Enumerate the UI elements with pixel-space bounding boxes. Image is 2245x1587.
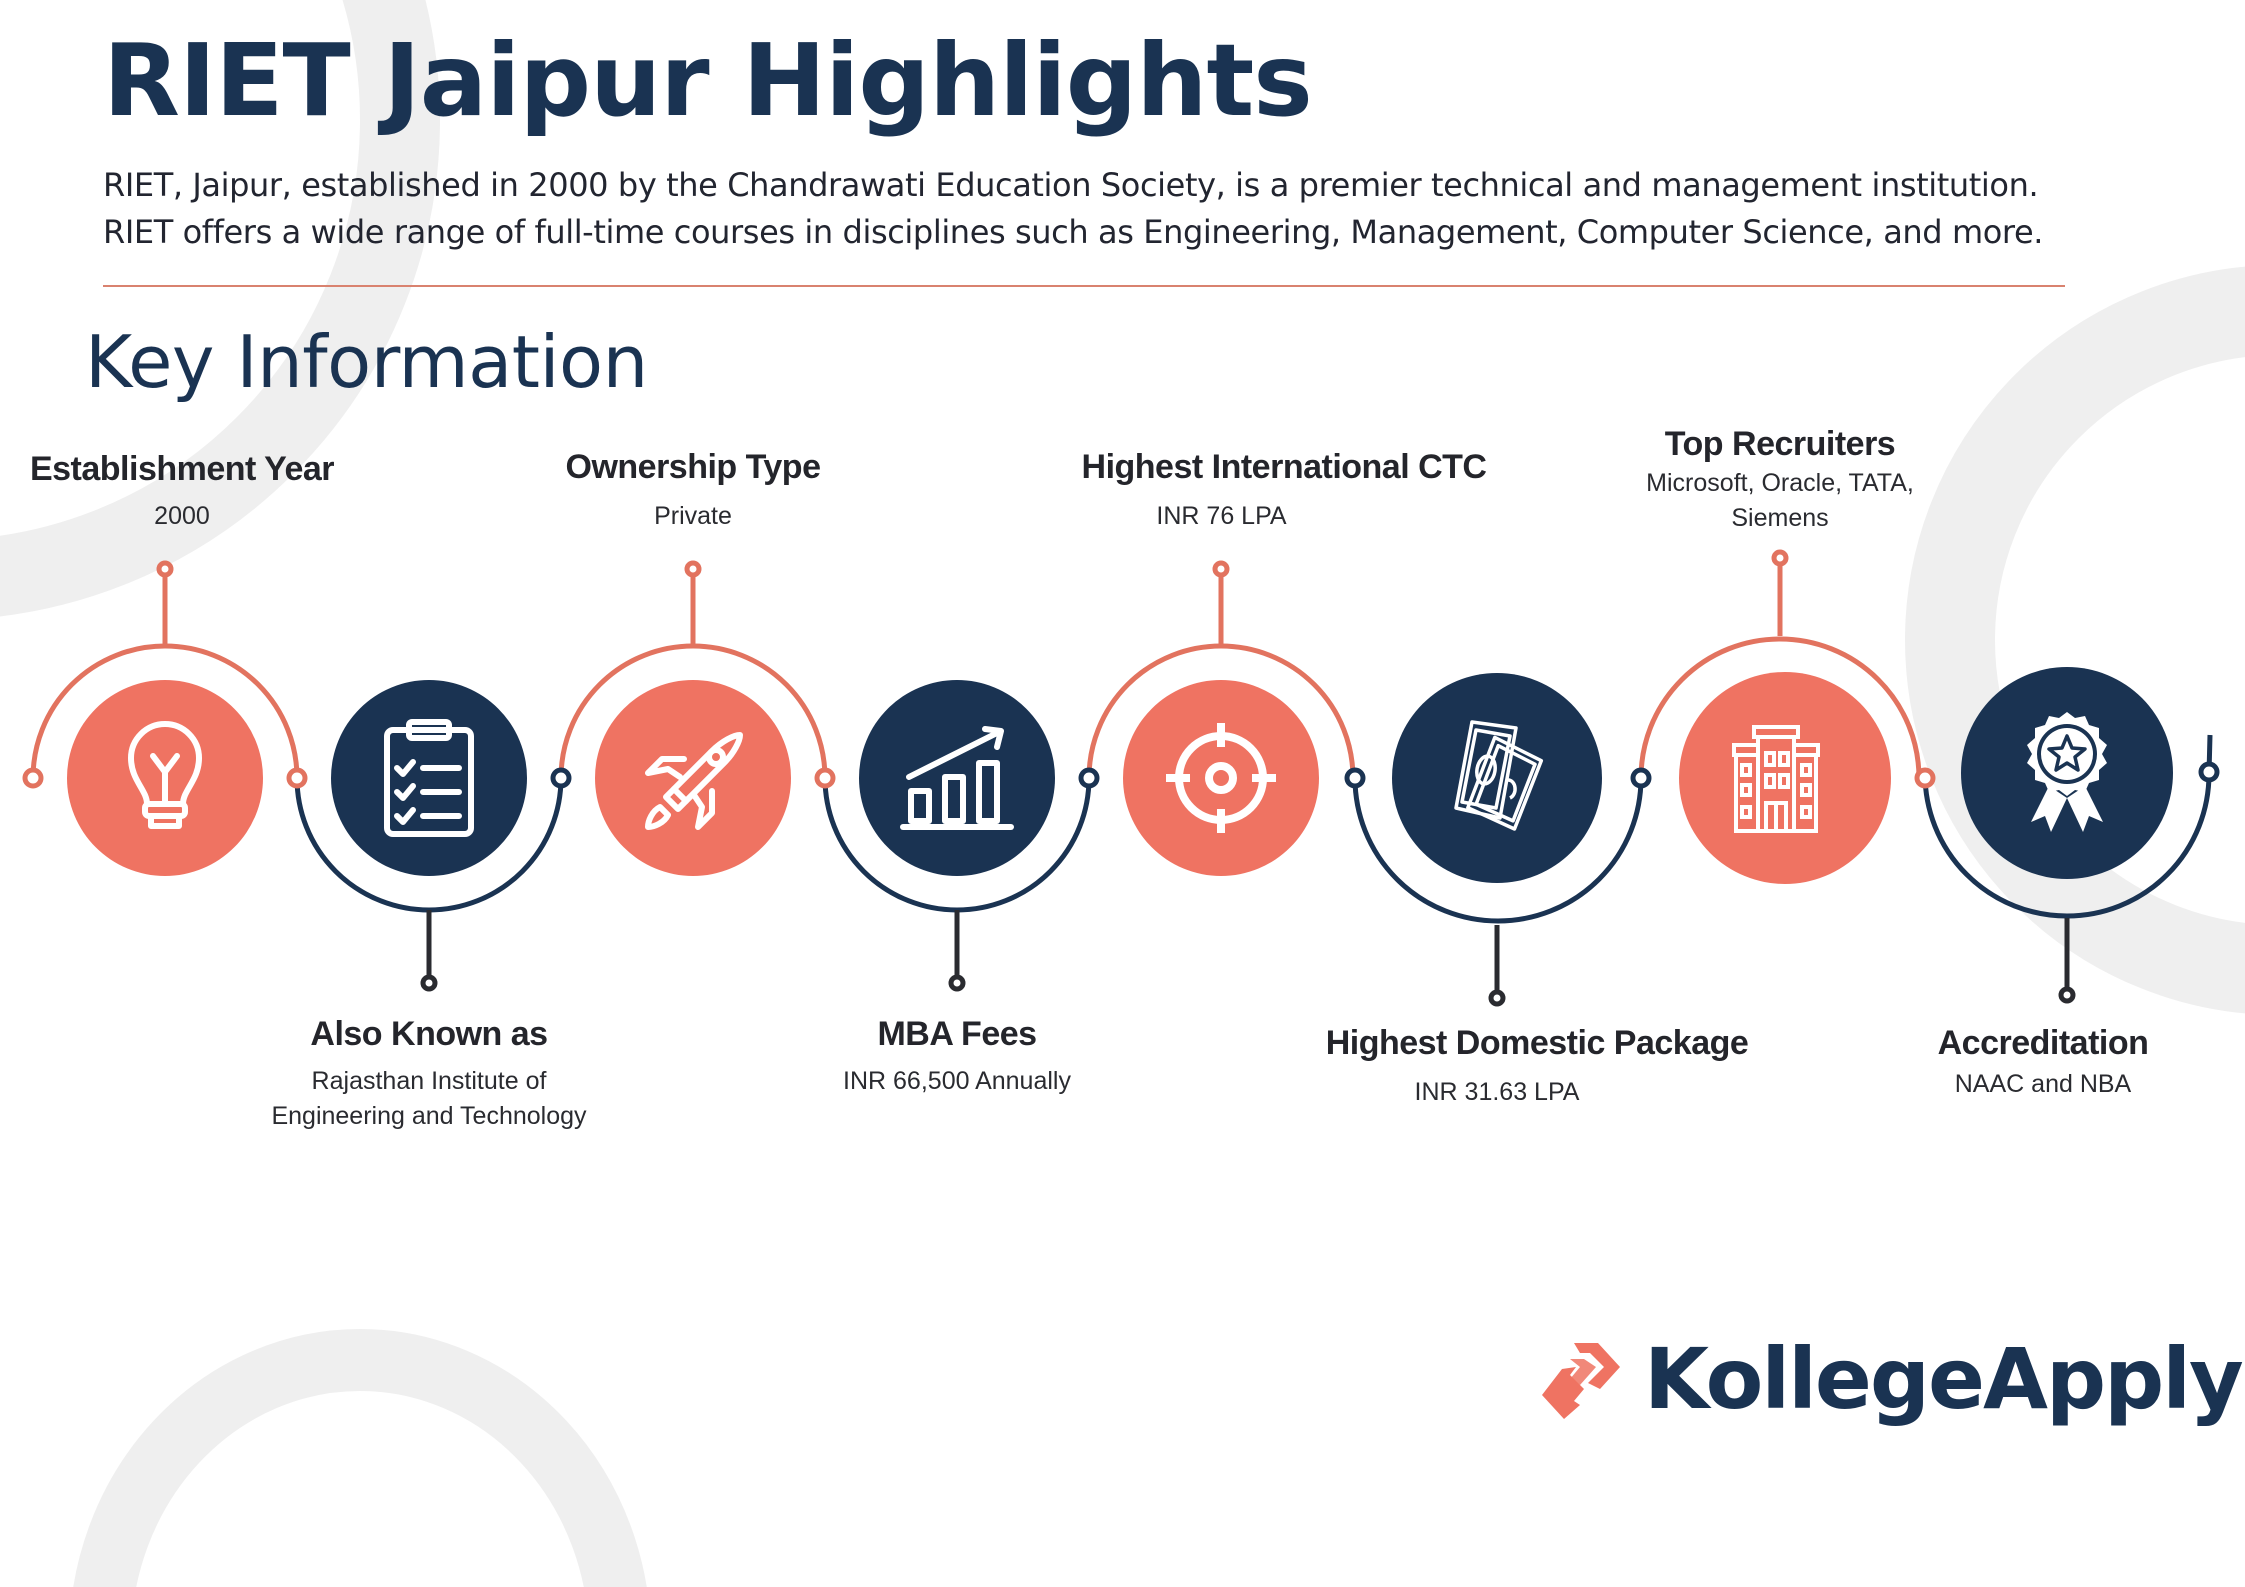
- lightbulb-icon: [67, 680, 263, 876]
- item-value-line-1: Rajasthan Institute of: [311, 1067, 547, 1095]
- rocket-icon: [595, 680, 791, 876]
- clipboard-checklist-icon: [331, 680, 527, 876]
- money-bills-icon: [1392, 673, 1602, 883]
- item-value: NAAC and NBA: [1954, 1070, 2132, 1098]
- item-heading: Establishment Year: [29, 450, 335, 488]
- item-value: Private: [654, 502, 732, 530]
- item-also-known-as: Also Known as Rajasthan Institute of Eng…: [271, 1015, 586, 1134]
- item-top-recruiters: Top Recruiters Microsoft, Oracle, TATA, …: [1646, 425, 1914, 536]
- logo-text: KollegeApply: [1644, 1330, 2244, 1428]
- growth-chart-icon: [859, 680, 1055, 876]
- page-title: RIET Jaipur Highlights: [103, 22, 1313, 139]
- award-badge-icon: [1961, 667, 2173, 879]
- building-icon: [1679, 672, 1891, 884]
- item-highest-international-ctc: Highest International CTC INR 76 LPA: [1082, 448, 1487, 534]
- item-heading: Accreditation: [1937, 1024, 2149, 1062]
- item-heading: Ownership Type: [565, 448, 821, 486]
- item-heading: MBA Fees: [877, 1015, 1037, 1053]
- item-value: INR 66,500 Annually: [843, 1067, 1071, 1095]
- item-value: INR 31.63 LPA: [1414, 1078, 1580, 1106]
- section-title: Key Information: [85, 320, 648, 404]
- kollegeapply-logo[interactable]: KollegeApply: [1540, 1330, 2244, 1428]
- target-crosshair-icon: [1123, 680, 1319, 876]
- item-value: 2000: [154, 502, 210, 530]
- intro-line-1: RIET, Jaipur, established in 2000 by the…: [103, 166, 2039, 204]
- item-heading: Highest International CTC: [1081, 448, 1487, 486]
- deco-arc-bottom-left: [73, 1329, 647, 1587]
- header-divider: [103, 285, 2065, 287]
- item-value-line-2: Engineering and Technology: [271, 1102, 587, 1130]
- item-accreditation: Accreditation NAAC and NBA: [1938, 1024, 2149, 1102]
- deco-arc-right: [1905, 266, 2245, 1014]
- deco-arc-top-left: [0, 0, 440, 617]
- item-highest-domestic-package: Highest Domestic Package INR 31.63 LPA: [1326, 1024, 1749, 1110]
- item-value: INR 76 LPA: [1156, 502, 1287, 530]
- item-establishment-year: Establishment Year 2000: [29, 450, 335, 534]
- item-value-line-2: Siemens: [1731, 504, 1829, 532]
- item-heading: Highest Domestic Package: [1325, 1024, 1749, 1062]
- logo-chevron-icon: [1542, 1343, 1620, 1419]
- item-ownership-type: Ownership Type Private: [566, 448, 821, 534]
- intro-paragraph: RIET, Jaipur, established in 2000 by the…: [103, 162, 2043, 256]
- item-heading: Top Recruiters: [1664, 425, 1896, 463]
- intro-line-2: RIET offers a wide range of full-time co…: [103, 213, 2044, 251]
- item-heading: Also Known as: [310, 1015, 548, 1053]
- item-value-line-1: Microsoft, Oracle, TATA,: [1646, 469, 1914, 497]
- item-mba-fees: MBA Fees INR 66,500 Annually: [843, 1015, 1071, 1099]
